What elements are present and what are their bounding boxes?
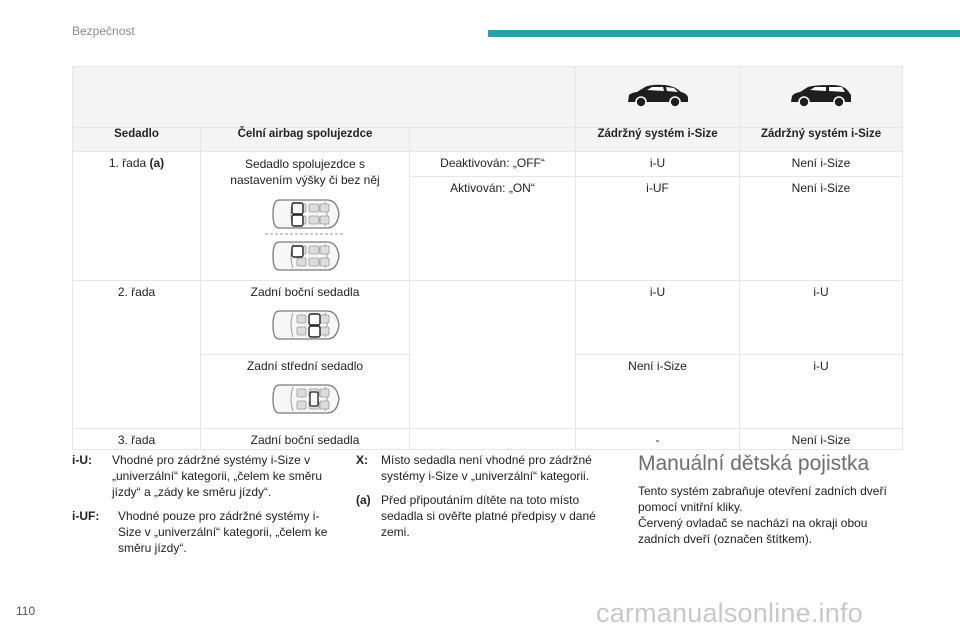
isize-wagon-cell: Není i-Size (739, 151, 904, 177)
legend-a: (a) Před připoutáním dítěte na toto míst… (356, 492, 606, 542)
legend-text: Před připoutáním dítěte na toto místo se… (381, 493, 596, 539)
legend-text: Místo sedadla není vhodné pro zádržné sy… (381, 453, 592, 483)
page-number: 110 (16, 604, 36, 618)
table-row: 1. řada (a) Sedadlo spolujezdce s nastav… (72, 151, 904, 281)
airbag-empty-cell (408, 428, 577, 450)
isize-suv-cell: i-U (575, 151, 741, 177)
seat-cell-passenger: Sedadlo spolujezdce s nastavením výšky č… (200, 151, 410, 281)
rear-side-seats-diagram (272, 310, 340, 340)
legend-iu: i-U: Vhodné pro zádržné systémy i-Size v… (72, 452, 342, 502)
rear-center-seat-diagram (272, 384, 340, 414)
legend-x: X: Místo sedadla není vhodné pro zádržné… (356, 452, 606, 486)
table-row: Zadní střední sedadlo Není i-Size i-U (73, 354, 904, 429)
wagon-car-icon (791, 85, 852, 108)
suv-car-icon (627, 84, 688, 108)
seat-cell-rear-side: Zadní boční sedadla (200, 280, 410, 355)
seat-name: Zadní střední sedadlo (246, 359, 364, 373)
seat-name: Zadní boční sedadla (250, 285, 360, 299)
seat-cell-rear-center: Zadní střední sedadlo (200, 354, 410, 429)
row-label-3: 3. řada (72, 428, 201, 450)
chapter-accent-bar (488, 30, 960, 37)
col-header-isize-suv: Zádržný systém i-Size (575, 127, 741, 152)
isize-wagon-cell: Není i-Size (739, 428, 904, 450)
isize-suv-cell: i-UF (575, 175, 741, 282)
row-label-text: 1. řada (108, 156, 147, 170)
table-row: 3. řada Zadní boční sedadla - Není i-Siz… (72, 428, 904, 450)
table-header-row: Sedadlo Čelní airbag spolujezdce Zádržný… (72, 127, 904, 152)
isize-suv-cell: i-U (575, 280, 741, 355)
table-row: 2. řada Zadní boční sedadla i-U i-U (72, 280, 904, 429)
legend-key: i-U: (72, 453, 92, 467)
section-title: Manuální dětská pojistka (638, 452, 870, 475)
airbag-empty-cell (408, 280, 577, 429)
isize-suv-cell: - (575, 428, 741, 450)
row-label-2: 2. řada (72, 280, 201, 429)
airbag-off-cell: Deaktivován: „OFF“ (408, 151, 577, 177)
seat-name: Sedadlo spolujezdce s nastavením výšky č… (230, 157, 380, 187)
legend-text: Vhodné pouze pro zádržné systémy i-Size … (118, 509, 328, 555)
isize-wagon-cell: i-U (739, 354, 904, 429)
legend-key: i-UF: (72, 509, 100, 523)
isize-wagon-cell: Není i-Size (739, 175, 904, 282)
seat-cell-third-row: Zadní boční sedadla (200, 428, 410, 450)
table-row: Aktivován: „ON“ i-UF Není i-Size (73, 175, 904, 282)
front-passenger-seat-diagram (265, 199, 345, 271)
col-header-seat: Sedadlo (72, 127, 201, 152)
section-paragraph: Červený ovladač se nachází na okraji obo… (638, 516, 868, 546)
row-note: (a) (149, 156, 165, 170)
car-icon-row (71, 66, 904, 128)
section-paragraph: Tento systém zabraňuje otevření zadních … (638, 484, 887, 514)
legend-key: (a) (356, 493, 371, 507)
col-header-spacer (408, 127, 577, 152)
watermark: carmanualsonline.info (596, 598, 863, 628)
section-body: Tento systém zabraňuje otevření zadních … (638, 483, 908, 547)
isize-suv-cell: Není i-Size (575, 354, 741, 429)
col-header-airbag: Čelní airbag spolujezdce (200, 127, 410, 152)
col-header-isize-wagon: Zádržný systém i-Size (739, 127, 904, 152)
isize-seat-table: Sedadlo Čelní airbag spolujezdce Zádržný… (71, 66, 904, 450)
row-label-1: 1. řada (a) (72, 151, 201, 281)
isize-wagon-cell: i-U (739, 280, 904, 355)
chapter-title: Bezpečnost (72, 24, 135, 38)
legend-key: X: (356, 453, 368, 467)
airbag-on-cell: Aktivován: „ON“ (408, 175, 577, 282)
legend-text: Vhodné pro zádržné systémy i-Size v „uni… (112, 453, 323, 499)
legend-iuf: i-UF: Vhodné pouze pro zádržné systémy i… (72, 508, 342, 558)
